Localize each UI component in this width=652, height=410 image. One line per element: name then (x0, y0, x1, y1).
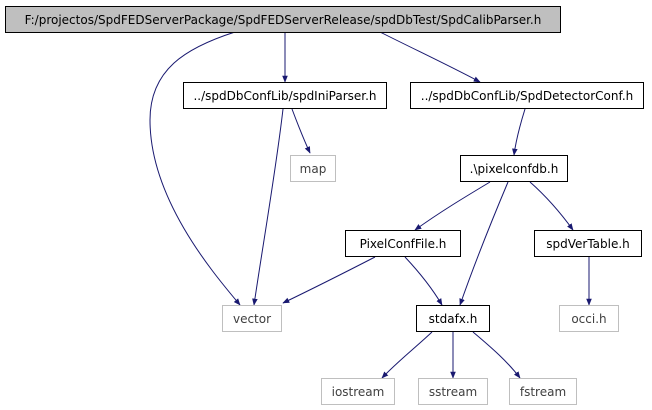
node-label: .\pixelconfdb.h (469, 161, 559, 176)
node-label: spdVerTable.h (546, 236, 630, 251)
edge-ini-parser-to-map (291, 108, 311, 154)
node-spdiniparser-h[interactable]: ../spdDbConfLib/spdIniParser.h (183, 82, 387, 109)
node-sstream[interactable]: sstream (418, 378, 488, 405)
node-vector[interactable]: vector (222, 305, 282, 332)
edge-pixelconffile-to-stdafx (404, 256, 443, 306)
node-label: F:/projectos/SpdFEDServerPackage/SpdFEDS… (24, 12, 542, 27)
edge-ini-parser-to-vector (252, 108, 284, 306)
node-stdafx-h[interactable]: stdafx.h (416, 305, 490, 332)
node-spdvertable-h[interactable]: spdVerTable.h (534, 230, 642, 257)
dependency-edges (149, 31, 592, 379)
node-pixelconffile-h[interactable]: PixelConfFile.h (345, 230, 461, 257)
node-fstream[interactable]: fstream (509, 378, 577, 405)
node-label: ../spdDbConfLib/SpdDetectorConf.h (420, 88, 634, 103)
node-occi-h[interactable]: occi.h (559, 305, 619, 332)
node-label: map (299, 161, 327, 176)
node-pixelconfdb-h[interactable]: .\pixelconfdb.h (460, 155, 568, 182)
node-iostream[interactable]: iostream (321, 378, 395, 405)
node-label: iostream (331, 384, 385, 399)
edge-pixelconfdb-to-stdafx (459, 181, 509, 306)
node-label: vector (232, 311, 272, 326)
node-spddetectorconf-h[interactable]: ../spdDbConfLib/SpdDetectorConf.h (410, 82, 644, 109)
node-label: ../spdDbConfLib/spdIniParser.h (193, 88, 377, 103)
node-map[interactable]: map (290, 155, 336, 182)
node-label: sstream (428, 384, 478, 399)
node-label: PixelConfFile.h (359, 236, 447, 251)
edge-detector-conf-to-pixelconfdb (512, 108, 526, 156)
node-label: stdafx.h (428, 311, 478, 326)
edge-root-to-detector-conf (379, 31, 481, 83)
edge-pixelconfdb-to-spdvertable (529, 181, 574, 231)
edge-stdafx-to-fstream (472, 331, 521, 379)
edge-pixelconffile-to-vector (282, 256, 376, 304)
node-label: occi.h (571, 311, 607, 326)
node-label: fstream (519, 384, 567, 399)
edge-root-to-vector (149, 31, 241, 306)
edge-pixelconfdb-to-pixelconffile (414, 181, 491, 231)
node-spdcalibparser-h[interactable]: F:/projectos/SpdFEDServerPackage/SpdFEDS… (5, 6, 561, 33)
edge-stdafx-to-iostream (381, 331, 433, 379)
